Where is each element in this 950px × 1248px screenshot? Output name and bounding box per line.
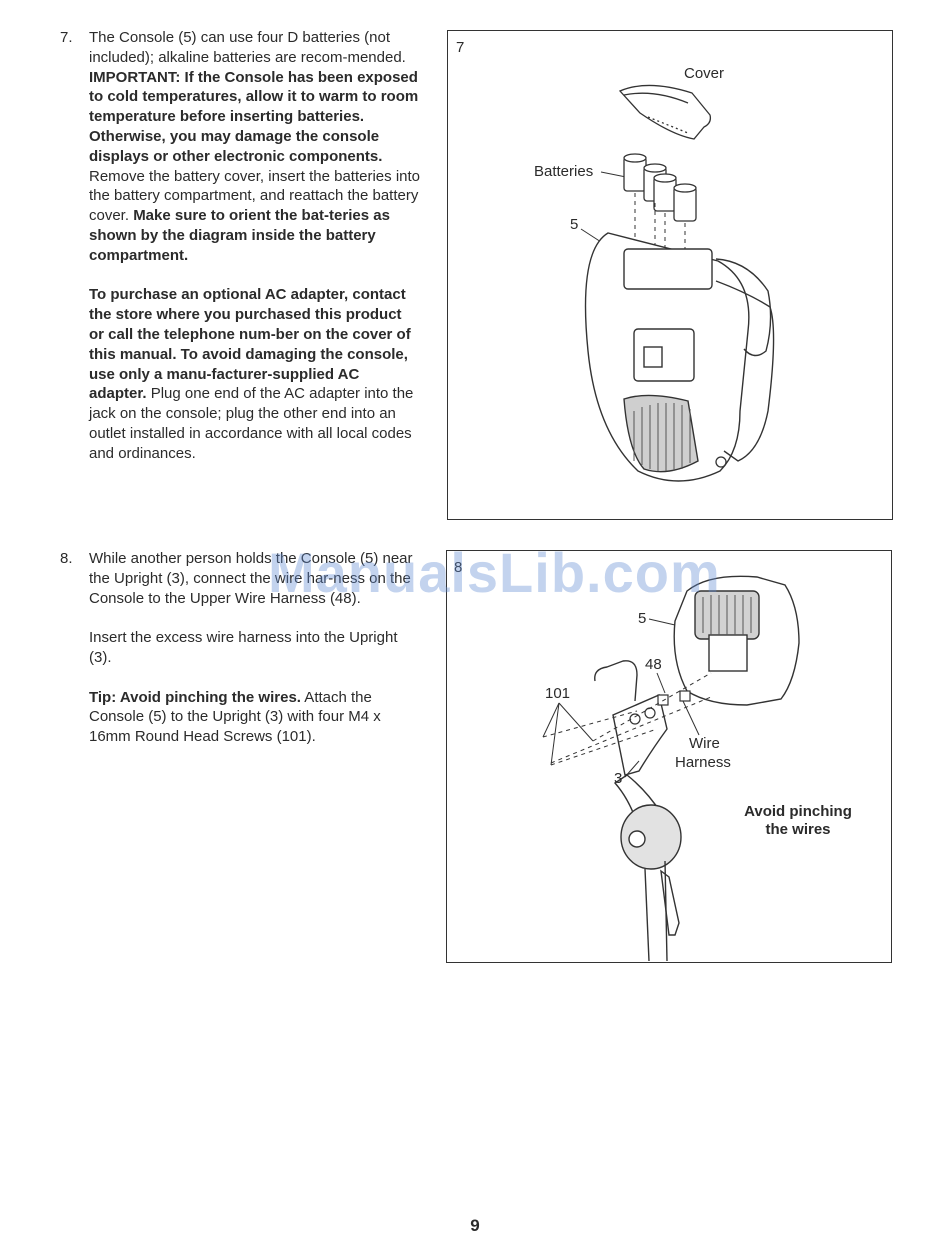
- label-harness: Harness: [675, 754, 731, 771]
- console-drawing: [584, 232, 775, 482]
- step-body: While another person holds the Console (…: [89, 549, 420, 747]
- figure-number: 8: [454, 559, 462, 576]
- screw-leaders: [542, 702, 594, 766]
- label-batteries: Batteries: [534, 163, 593, 180]
- console-grille: [702, 595, 752, 635]
- figure-number: 7: [456, 39, 464, 56]
- step-8-paragraph-2: Insert the excess wire harness into the …: [89, 629, 398, 666]
- battery-cover-drawing: [618, 84, 712, 140]
- step-number: 7.: [60, 29, 73, 46]
- battery-cells: [623, 153, 697, 222]
- step-8-paragraph-3: Tip: Avoid pinching the wires. Attach th…: [89, 688, 420, 747]
- label-console: 5: [570, 216, 578, 233]
- note-line-2: the wires: [765, 821, 830, 838]
- battery-diagram: 7 Cover Batteries 5: [456, 39, 775, 482]
- orientation-note: Make sure to orient the bat-teries as sh…: [89, 207, 390, 264]
- grille-lines: [633, 403, 691, 471]
- wiring-diagram: 8 5: [454, 559, 852, 961]
- note-line-1: Avoid pinching: [744, 803, 852, 820]
- step-number: 8.: [60, 550, 73, 567]
- text-run: Remove the battery cover, insert the bat…: [89, 167, 421, 225]
- label-screws: 101: [545, 685, 570, 702]
- step-7-paragraph-2: To purchase an optional AC adapter, cont…: [89, 285, 420, 463]
- figure-8: 8 5: [446, 550, 892, 963]
- screw-paths: [542, 672, 712, 766]
- power-jack: [715, 456, 727, 468]
- console-drawing: [673, 575, 800, 706]
- label-upright: 3: [614, 770, 622, 787]
- leader-line: [648, 618, 676, 626]
- label-harness-upper: 48: [645, 656, 662, 673]
- step-8: 8. While another person holds the Consol…: [60, 549, 420, 767]
- adapter-warning: To purchase an optional AC adapter, cont…: [89, 286, 411, 403]
- figure-7: 7 Cover Batteries 5: [447, 30, 893, 520]
- leader-line: [682, 700, 700, 736]
- label-wire: Wire: [689, 735, 720, 752]
- leader-line: [656, 672, 666, 694]
- step-7-paragraph-1: The Console (5) can use four D batteries…: [89, 28, 420, 266]
- step-8-paragraph-1: While another person holds the Console (…: [89, 550, 413, 607]
- text-run: Plug one end of the AC adapter into the …: [89, 385, 414, 462]
- mounting-hole: [629, 713, 641, 725]
- label-console: 5: [638, 610, 646, 627]
- wire-harness-connector: [657, 690, 691, 706]
- text-run: The Console (5) can use four D batteries…: [89, 29, 406, 66]
- text-run: Attach the Console (5) to the Upright (3…: [89, 688, 381, 746]
- tip-label: Tip: Avoid pinching the wires.: [89, 688, 301, 706]
- leader-line: [624, 760, 640, 778]
- page-number: 9: [470, 1216, 480, 1235]
- important-warning: IMPORTANT: If the Console has been expos…: [89, 68, 419, 165]
- leader-line: [600, 171, 627, 178]
- step-7: 7. The Console (5) can use four D batter…: [60, 28, 420, 483]
- upright-drawing: [594, 660, 682, 961]
- mounting-hole: [644, 707, 656, 719]
- label-cover: Cover: [684, 65, 724, 82]
- step-body: The Console (5) can use four D batteries…: [89, 28, 420, 464]
